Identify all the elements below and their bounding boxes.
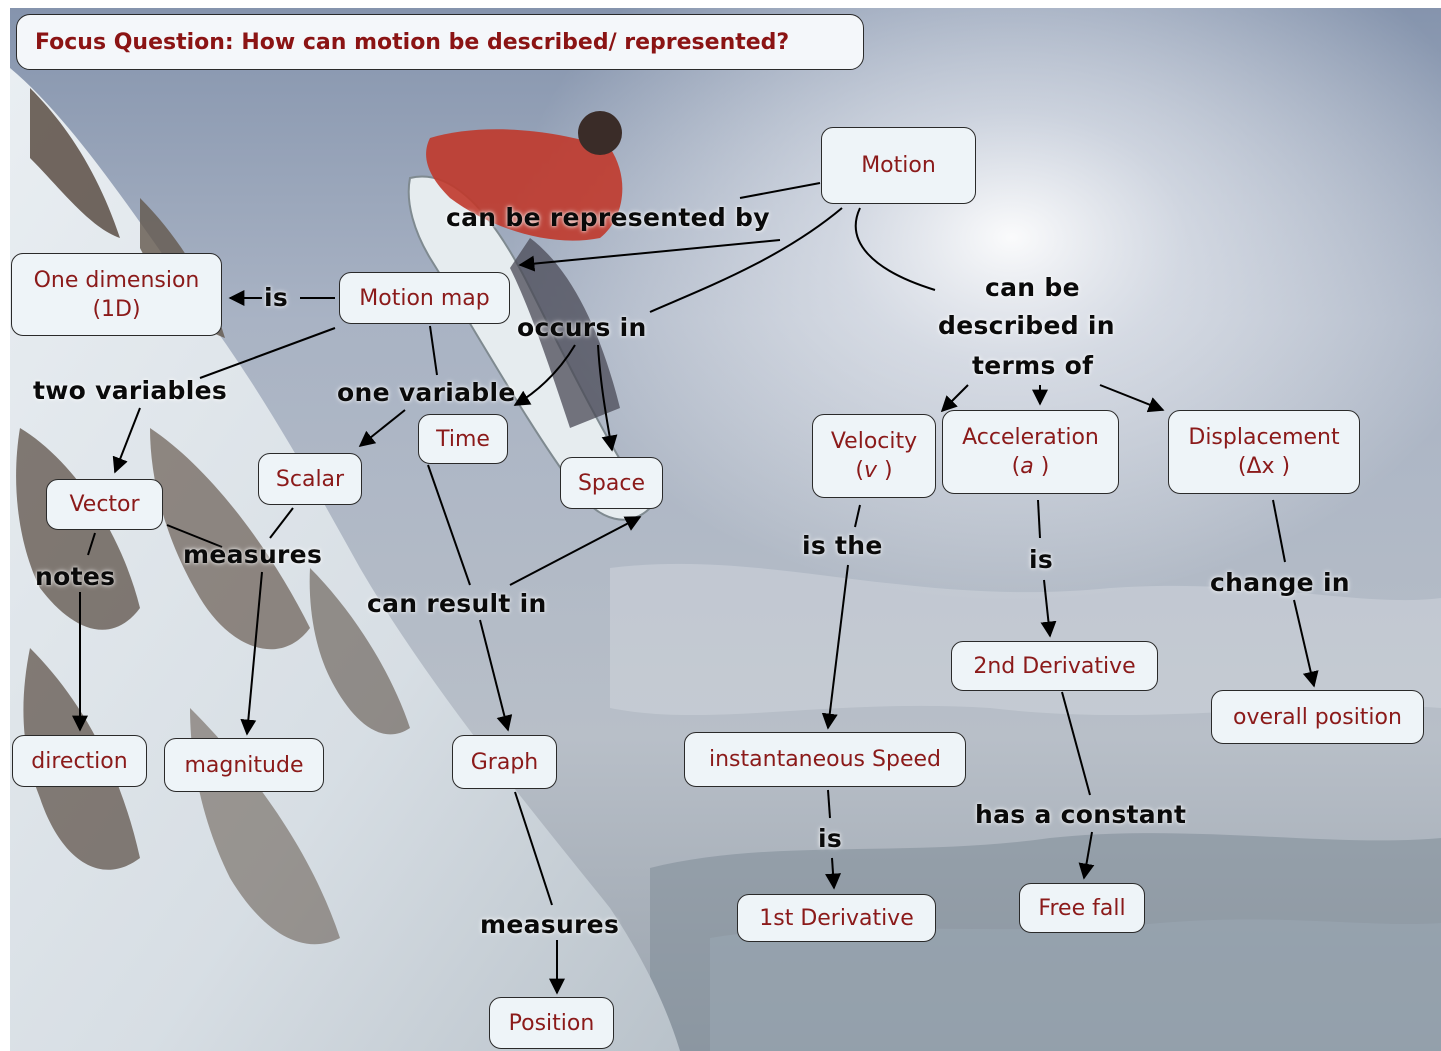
link-can-result-in: can result in <box>367 589 547 618</box>
node-magnitude-label: magnitude <box>184 752 304 778</box>
node-graph[interactable]: Graph <box>452 735 557 789</box>
node-one-dimension[interactable]: One dimension (1D) <box>11 253 222 336</box>
snowboard-photo-illustration <box>10 8 1441 1051</box>
node-velocity-line2: (v ) <box>855 458 893 483</box>
link-two-variables: two variables <box>33 376 228 405</box>
node-overall-position[interactable]: overall position <box>1211 690 1424 744</box>
node-displacement[interactable]: Displacement (Δx ) <box>1168 410 1360 494</box>
node-scalar-label: Scalar <box>275 466 345 492</box>
node-acceleration[interactable]: Acceleration (a ) <box>942 410 1119 494</box>
node-time-label: Time <box>436 426 490 452</box>
node-motion-map-label: Motion map <box>359 285 490 311</box>
node-first-derivative-label: 1st Derivative <box>759 905 914 931</box>
node-free-fall[interactable]: Free fall <box>1019 883 1145 933</box>
node-vector[interactable]: Vector <box>46 479 163 530</box>
link-is-second-derivative: is <box>1029 545 1054 574</box>
node-acceleration-line2: (a ) <box>1011 454 1050 479</box>
link-can-be: can be <box>985 273 1080 302</box>
node-second-derivative[interactable]: 2nd Derivative <box>951 641 1158 691</box>
node-instantaneous-speed-label: instantaneous Speed <box>709 747 941 772</box>
node-acceleration-line1: Acceleration <box>962 425 1099 450</box>
focus-question-text: Focus Question: How can motion be descri… <box>35 29 790 55</box>
node-one-dimension-line2: (1D) <box>92 296 141 322</box>
link-one-variable: one variable <box>337 378 516 407</box>
node-space[interactable]: Space <box>560 457 663 509</box>
node-displacement-symbol: Δx <box>1246 454 1275 479</box>
node-acceleration-symbol: a <box>1020 454 1034 479</box>
background-photo <box>10 8 1441 1051</box>
node-motion-map[interactable]: Motion map <box>339 272 510 324</box>
link-change-in: change in <box>1210 568 1350 597</box>
node-velocity[interactable]: Velocity (v ) <box>812 414 936 498</box>
link-has-a-constant: has a constant <box>975 800 1187 829</box>
node-direction[interactable]: direction <box>12 735 147 787</box>
node-magnitude[interactable]: magnitude <box>164 738 324 792</box>
link-described-in: described in <box>938 311 1115 340</box>
node-one-dimension-line1: One dimension <box>33 267 200 293</box>
node-velocity-line1: Velocity <box>830 429 918 454</box>
node-space-label: Space <box>577 470 646 496</box>
node-scalar[interactable]: Scalar <box>258 453 362 505</box>
focus-question: Focus Question: How can motion be descri… <box>16 14 864 70</box>
node-position-label: Position <box>508 1010 595 1036</box>
node-motion-label: Motion <box>861 153 936 178</box>
node-free-fall-label: Free fall <box>1038 895 1126 921</box>
node-vector-label: Vector <box>69 492 140 517</box>
link-measures-magnitude: measures <box>183 540 323 569</box>
link-is-the: is the <box>802 531 883 560</box>
link-measures-position: measures <box>480 910 620 939</box>
node-graph-label: Graph <box>470 749 539 775</box>
node-second-derivative-label: 2nd Derivative <box>973 653 1136 679</box>
link-is-first-derivative: is <box>818 824 843 853</box>
link-is-one-dimension: is <box>264 283 289 312</box>
link-can-be-represented-by: can be represented by <box>446 203 770 232</box>
node-displacement-line2: (Δx ) <box>1237 454 1291 479</box>
node-instantaneous-speed[interactable]: instantaneous Speed <box>684 732 966 787</box>
node-direction-label: direction <box>31 748 128 774</box>
node-motion[interactable]: Motion <box>821 127 976 204</box>
node-velocity-symbol: v <box>863 458 878 483</box>
link-occurs-in: occurs in <box>517 313 647 342</box>
node-displacement-line1: Displacement <box>1188 425 1340 450</box>
node-first-derivative[interactable]: 1st Derivative <box>737 894 936 942</box>
node-position[interactable]: Position <box>489 997 614 1049</box>
node-time[interactable]: Time <box>418 414 508 464</box>
node-overall-position-label: overall position <box>1233 704 1402 730</box>
link-terms-of: terms of <box>972 351 1094 380</box>
link-notes: notes <box>35 562 116 591</box>
